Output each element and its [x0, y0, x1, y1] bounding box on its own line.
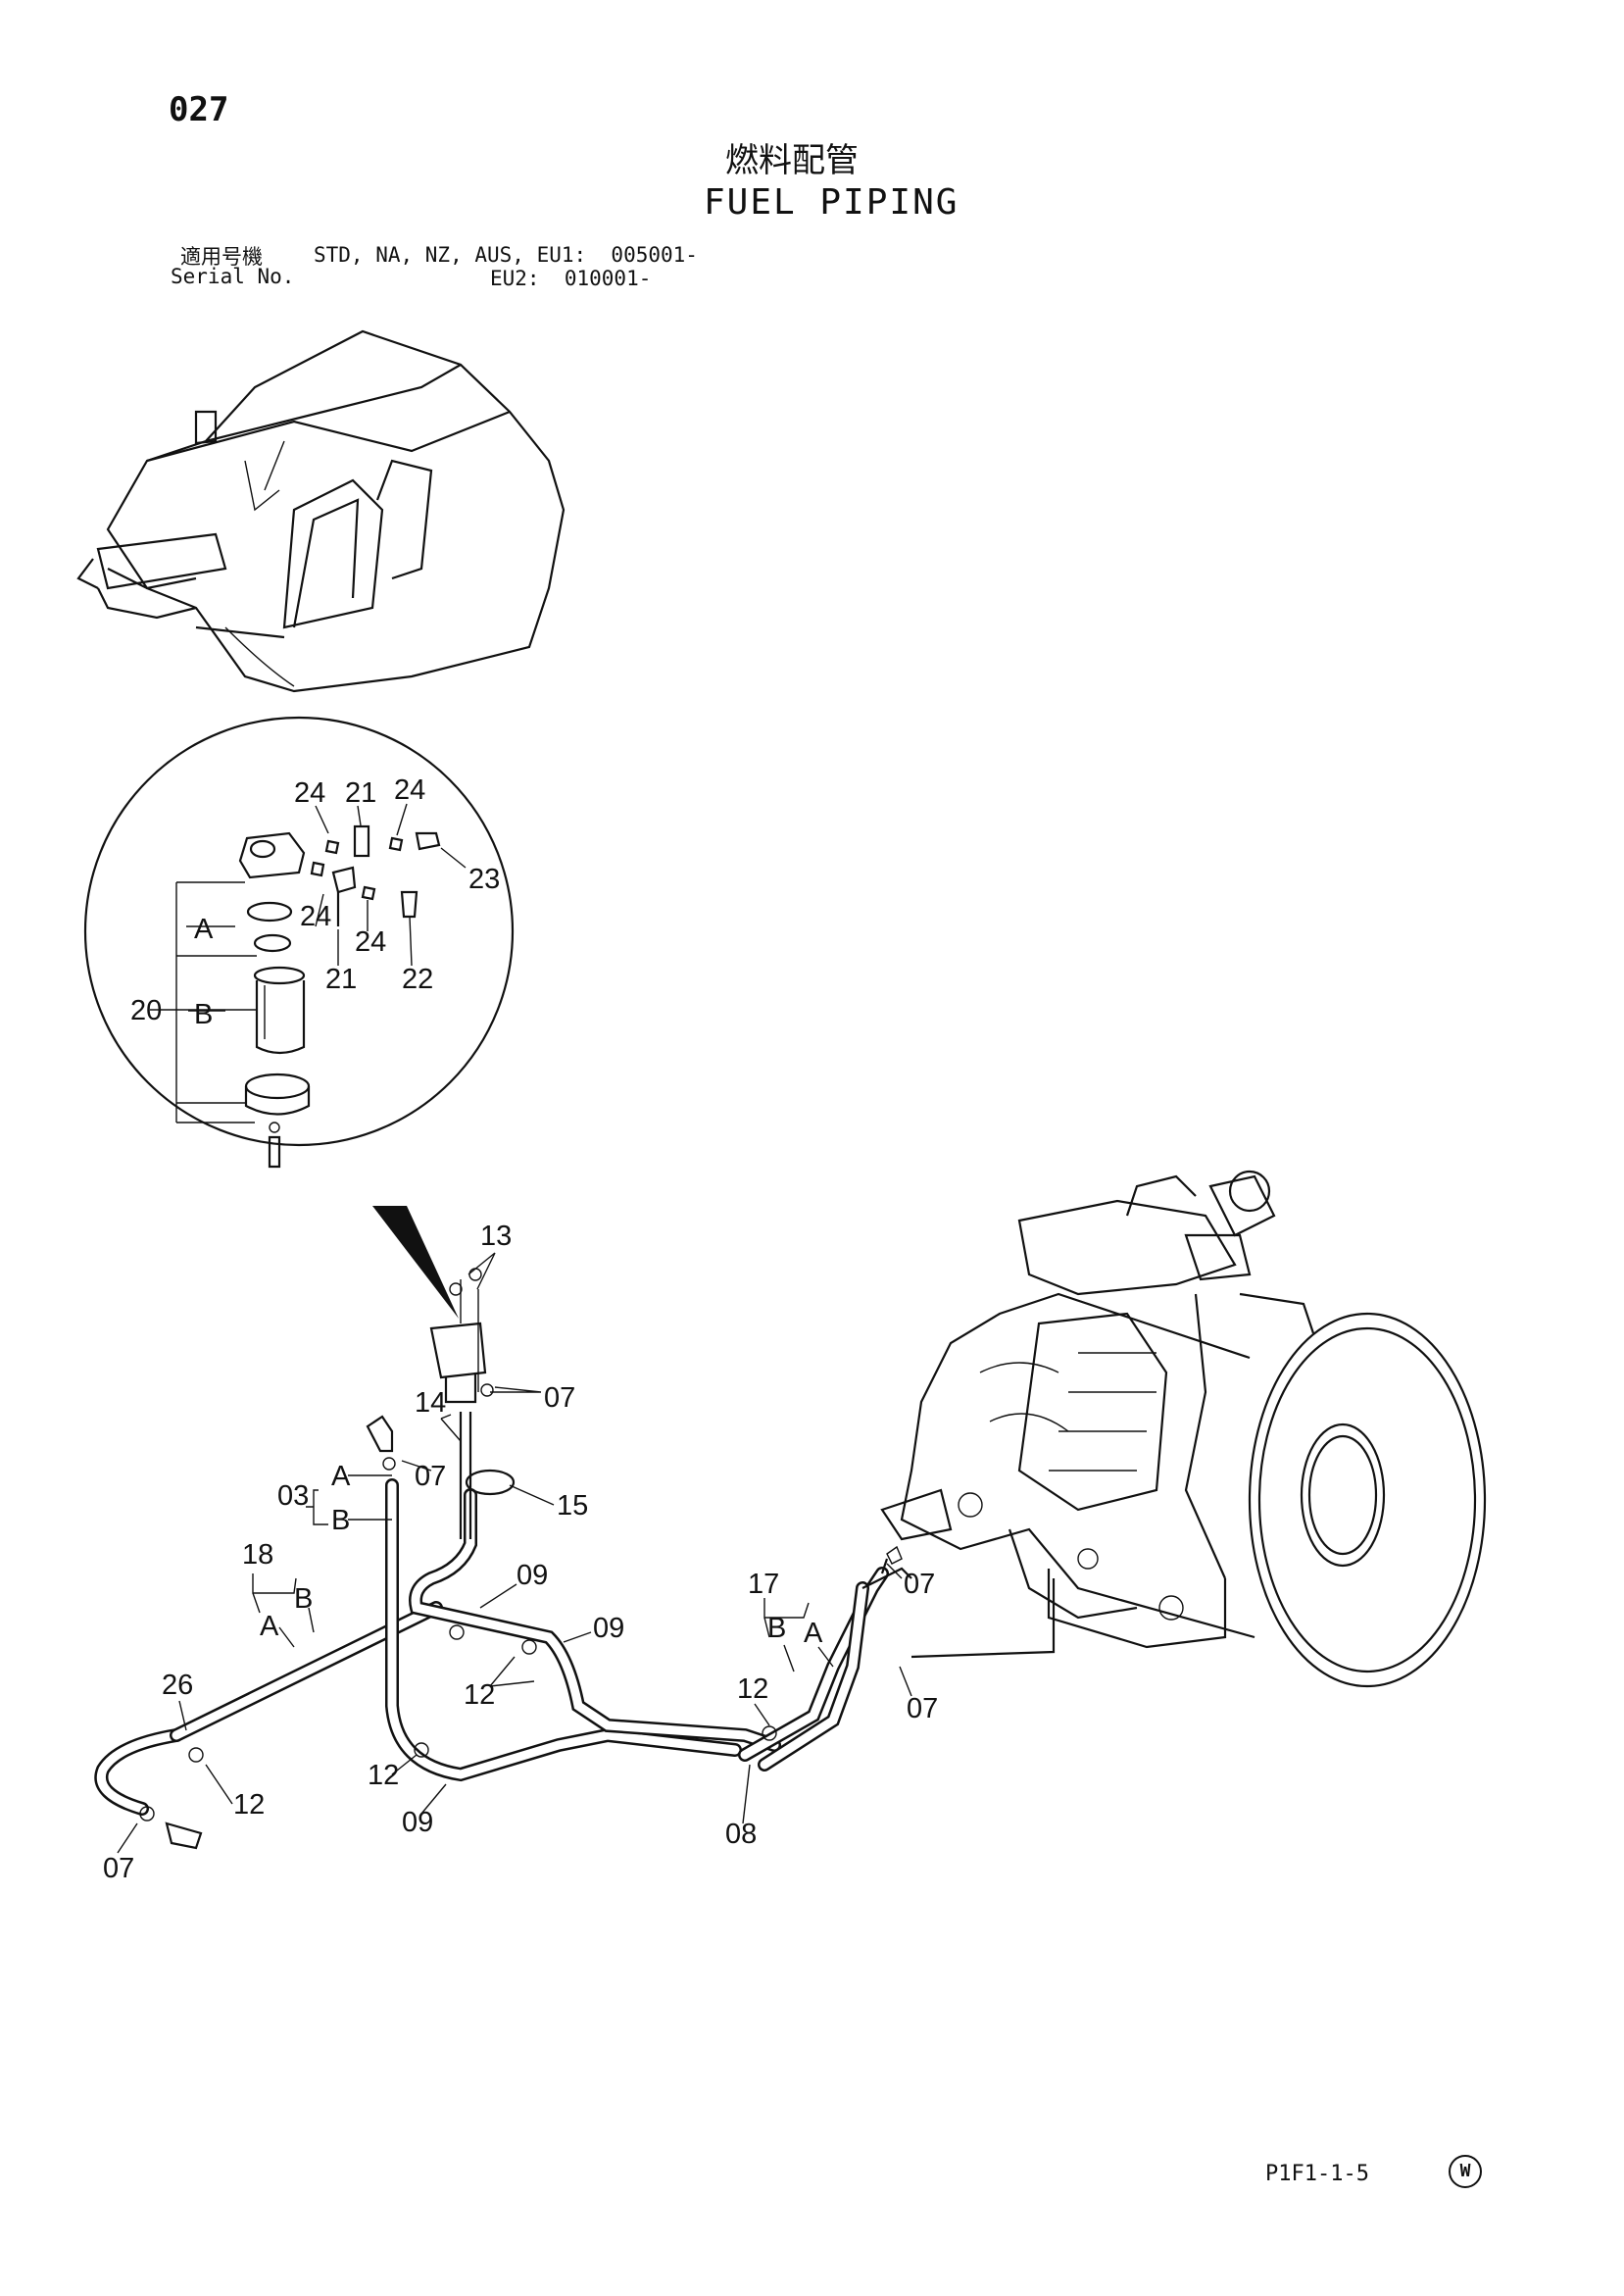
callout-24: 24 [394, 774, 425, 806]
callout-22: 22 [402, 964, 433, 995]
callout-07: 07 [907, 1693, 938, 1724]
excavator-overview-illustration [76, 329, 566, 693]
callout-24: 24 [300, 901, 331, 932]
callout-A: A [804, 1618, 823, 1649]
callout-24: 24 [355, 926, 386, 958]
callout-23: 23 [468, 864, 500, 895]
callout-24: 24 [294, 777, 325, 809]
callout-21: 21 [345, 777, 376, 809]
callout-B: B [194, 999, 213, 1030]
callout-A: A [260, 1611, 279, 1642]
callout-B: B [331, 1505, 350, 1536]
callout-03: 03 [277, 1480, 309, 1512]
callout-B: B [294, 1583, 313, 1615]
serial-range-2: EU2: 010001- [490, 267, 652, 290]
callout-12: 12 [464, 1679, 495, 1711]
fuel-filter-detail-view [83, 716, 515, 1319]
drawing-reference: P1F1-1-5 [1265, 2162, 1369, 2186]
serial-label-jp: 適用号機 [180, 245, 263, 269]
title-english: FUEL PIPING [704, 182, 960, 223]
callout-17: 17 [748, 1569, 779, 1600]
callout-A: A [331, 1461, 351, 1492]
callout-12: 12 [737, 1673, 768, 1705]
callout-07: 07 [904, 1569, 935, 1600]
callout-07: 07 [544, 1382, 575, 1414]
callout-12: 12 [368, 1760, 399, 1791]
callout-09: 09 [593, 1613, 624, 1644]
o-ring-a [246, 901, 293, 923]
callout-12: 12 [233, 1789, 265, 1821]
callout-07: 07 [103, 1853, 134, 1884]
callout-14: 14 [415, 1387, 446, 1419]
serial-label-en: Serial No. [171, 265, 295, 288]
detail-pointer [372, 1206, 459, 1319]
callout-20: 20 [130, 995, 162, 1026]
callout-18: 18 [242, 1539, 273, 1571]
callout-08: 08 [725, 1819, 757, 1850]
callout-26: 26 [162, 1670, 193, 1701]
copyright-mark: W [1449, 2155, 1482, 2188]
callout-A: A [194, 914, 214, 945]
page-number: 027 [169, 90, 229, 129]
callout-21: 21 [325, 964, 357, 995]
callout-09: 09 [402, 1807, 433, 1838]
leader-lines [117, 803, 912, 1854]
callout-labels: 24 21 24 23 A 24 24 21 22 20 B 13 07 14 … [103, 774, 938, 1884]
callout-B: B [767, 1613, 786, 1644]
callout-15: 15 [557, 1490, 588, 1522]
callout-09: 09 [517, 1560, 548, 1591]
engine-illustration [880, 1170, 1487, 1688]
serial-range-1: STD, NA, NZ, AUS, EU1: 005001- [314, 243, 698, 267]
callout-07: 07 [415, 1461, 446, 1492]
callout-13: 13 [480, 1221, 512, 1252]
title-japanese: 燃料配管 [725, 141, 859, 180]
